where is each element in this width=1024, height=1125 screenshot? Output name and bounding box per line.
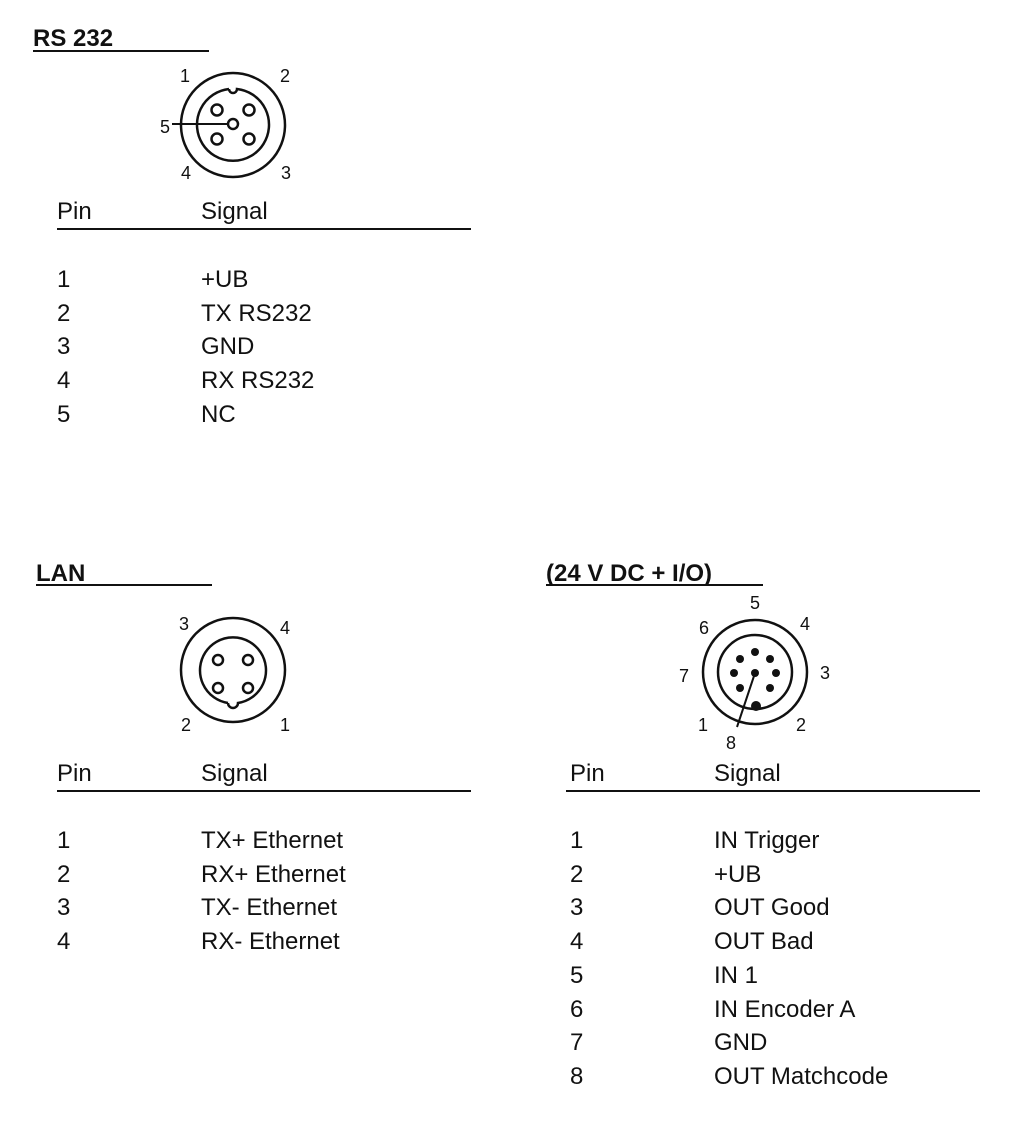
power-io-title: (24 V DC + I/O) xyxy=(546,560,713,587)
rs232-row-pin: 3 xyxy=(57,333,71,361)
rs232-header-signal: Signal xyxy=(201,198,268,225)
power-io-row-signal: +UB xyxy=(714,860,762,888)
rs232-header-pin: Pin xyxy=(57,198,92,225)
power-io-row-pin: 4 xyxy=(570,928,584,956)
rs232-row-pin: 2 xyxy=(57,299,71,327)
power-io-row-signal: IN Trigger xyxy=(714,827,820,854)
power-io-header-pin: Pin xyxy=(570,760,605,787)
rs232-row-signal: RX RS232 xyxy=(201,367,315,395)
rs232-pin-label: 2 xyxy=(280,66,291,86)
rs232-pin-label: 5 xyxy=(160,117,171,137)
power-io-header-rule xyxy=(566,790,980,792)
power-io-connector-icon xyxy=(701,618,809,728)
power-io-row-signal: OUT Matchcode xyxy=(714,1062,889,1090)
lan-pin-label: 2 xyxy=(181,715,192,735)
power-io-pin-label: 4 xyxy=(800,614,811,634)
lan-header-signal: Signal xyxy=(201,760,268,787)
power-io-row-pin: 2 xyxy=(570,860,584,888)
lan-row-pin: 3 xyxy=(57,894,71,922)
lan-row-pin: 4 xyxy=(57,928,71,956)
power-io-row-pin: 8 xyxy=(570,1062,584,1090)
power-io-row-signal: OUT Bad xyxy=(714,928,814,956)
power-io-row-pin: 1 xyxy=(570,827,584,854)
power-io-row-pin: 5 xyxy=(570,961,584,989)
rs232-row-pin: 4 xyxy=(57,367,71,395)
power-io-row-pin: 3 xyxy=(570,894,584,922)
rs232-row-signal: TX RS232 xyxy=(201,299,312,327)
power-io-row-signal: OUT Good xyxy=(714,894,830,922)
rs232-title-underline xyxy=(33,50,209,52)
power-io-row-pin: 7 xyxy=(570,1029,584,1057)
rs232-row-signal: +UB xyxy=(201,266,249,293)
power-io-pin-label: 2 xyxy=(796,715,807,735)
rs232-title: RS 232 xyxy=(33,25,114,52)
power-io-header-signal: Signal xyxy=(714,760,781,787)
lan-row-signal: RX+ Ethernet xyxy=(201,860,346,888)
power-io-row-signal: IN 1 xyxy=(714,961,759,989)
rs232-pin-label: 4 xyxy=(181,163,192,183)
rs232-pin-label: 3 xyxy=(281,163,292,183)
power-io-pin-label: 7 xyxy=(679,666,690,686)
lan-header-pin: Pin xyxy=(57,760,92,787)
lan-row-signal: RX- Ethernet xyxy=(201,928,340,956)
power-io-row-pin: 6 xyxy=(570,995,584,1023)
power-io-title-underline xyxy=(546,584,763,586)
lan-pin-label: 3 xyxy=(179,614,190,634)
power-io-pin-label: 5 xyxy=(750,593,761,613)
lan-row-pin: 2 xyxy=(57,860,71,888)
lan-pin-label: 1 xyxy=(280,715,291,735)
power-io-pin-label: 3 xyxy=(820,663,831,683)
rs232-row-pin: 5 xyxy=(57,400,71,428)
power-io-pin-label: 8 xyxy=(726,733,737,753)
lan-row-signal: TX+ Ethernet xyxy=(201,827,344,854)
lan-row-signal: TX- Ethernet xyxy=(201,894,338,922)
rs232-row-signal: GND xyxy=(201,333,255,361)
power-io-row-signal: GND xyxy=(714,1029,768,1057)
rs232-row-pin: 1 xyxy=(57,266,71,293)
rs232-row-signal: NC xyxy=(201,400,236,428)
lan-title: LAN xyxy=(36,560,86,587)
rs232-connector-icon xyxy=(172,71,287,179)
lan-pin-label: 4 xyxy=(280,618,291,638)
lan-title-underline xyxy=(36,584,212,586)
lan-header-rule xyxy=(57,790,471,792)
power-io-pin-label: 1 xyxy=(698,715,709,735)
rs232-header-rule xyxy=(57,228,471,230)
lan-row-pin: 1 xyxy=(57,827,71,854)
rs232-pin-label: 1 xyxy=(180,66,191,86)
power-io-row-signal: IN Encoder A xyxy=(714,995,856,1023)
lan-connector-icon xyxy=(179,616,287,724)
power-io-pin-label: 6 xyxy=(699,618,710,638)
